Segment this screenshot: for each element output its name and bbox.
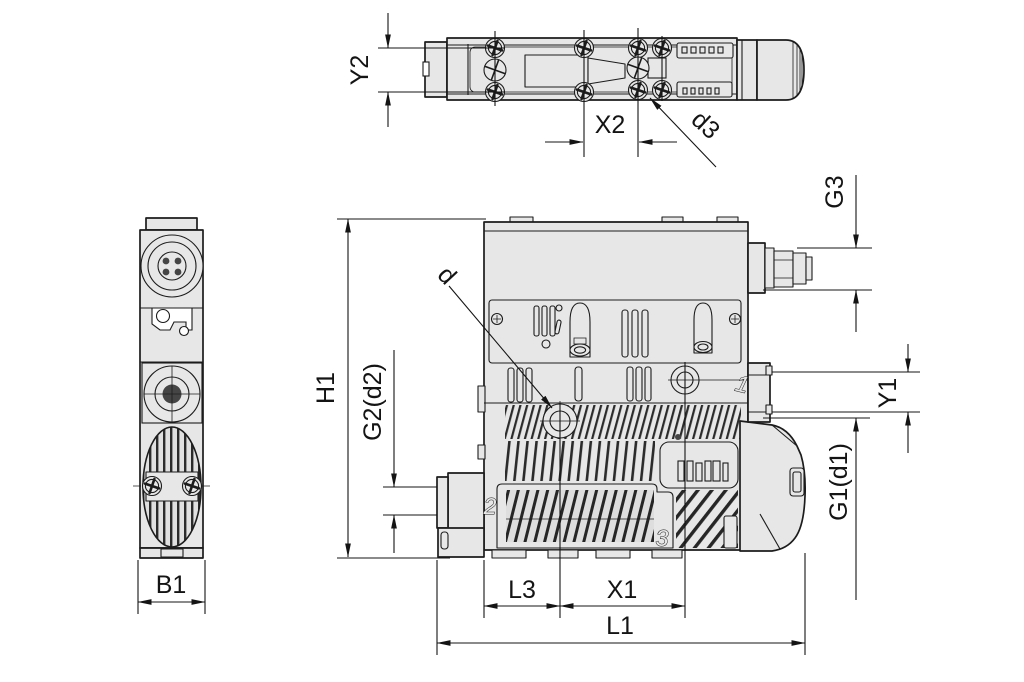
dim-x2: X2 [545, 28, 677, 157]
dim-h1: H1 [312, 218, 486, 559]
side-view: B1 [133, 217, 210, 614]
port-number-3: 3 [656, 525, 669, 551]
side-view-silencer-oval [133, 426, 210, 548]
side-view-connector [140, 234, 204, 298]
dim-label-l3: L3 [508, 576, 536, 604]
dim-g2: G2(d2) [359, 350, 437, 553]
dim-y2: Y2 [346, 13, 505, 127]
screw-icon [181, 475, 203, 497]
label-plate-bottom-ticks [682, 87, 720, 95]
manual-override-left [569, 302, 591, 358]
panel-screw [728, 312, 742, 326]
panel-slot-group-left [533, 304, 563, 349]
top-view-cylinder-end [756, 39, 805, 101]
screw-icon [141, 475, 163, 497]
dim-label-b1: B1 [156, 571, 187, 599]
dim-y1: Y1 [772, 344, 920, 453]
id-plate [659, 441, 739, 489]
top-view-body [422, 37, 805, 101]
dim-label-x2: X2 [595, 111, 626, 139]
dim-label-y2: Y2 [346, 55, 374, 86]
panel-slot-group-mid [621, 309, 649, 358]
dim-label-x1: X1 [607, 576, 638, 604]
dim-b1: B1 [137, 560, 206, 614]
dim-label-g1: G1(d1) [825, 443, 853, 521]
panel-screw [490, 312, 504, 326]
dim-label-g2: G2(d2) [359, 363, 387, 441]
front-view: 1 2 3 H1 G2(d2) d G3 [312, 175, 920, 655]
dim-label-g3: G3 [821, 175, 849, 208]
top-view: Y2 X2 d3 [346, 13, 805, 168]
dim-g3: G3 [763, 175, 872, 332]
fin-band [505, 405, 741, 439]
front-view-lower-panel [496, 483, 674, 549]
dim-l3-x1: L3 X1 [483, 362, 686, 618]
front-view-mid-row [484, 363, 770, 404]
front-view-top-panel [488, 299, 742, 364]
dim-label-h1: H1 [312, 372, 340, 404]
front-view-port1 [747, 362, 773, 423]
manual-override-right [693, 302, 713, 354]
top-view-centerlines [494, 31, 663, 106]
dim-label-d3: d3 [686, 105, 725, 144]
side-view-port-circle [143, 365, 201, 423]
label-plate-top-ticks [681, 46, 724, 54]
label-plate-bottom [676, 81, 733, 98]
id-plate-marks [677, 460, 729, 482]
side-view-notch [140, 307, 203, 337]
slat-band [505, 441, 655, 481]
dim-l1: L1 [436, 553, 806, 655]
dim-label-d: d [432, 261, 462, 290]
front-view-textures [505, 405, 741, 549]
port-number-2: 2 [483, 493, 497, 519]
dim-label-l1: L1 [606, 612, 634, 640]
front-view-m8-connector [747, 242, 813, 294]
dim-label-y1: Y1 [874, 378, 902, 409]
front-view-left-port [436, 472, 485, 558]
front-view-cartridge [739, 420, 807, 552]
dim-g1: G1(d1) [763, 417, 870, 600]
dim-d3: d3 [649, 97, 725, 168]
